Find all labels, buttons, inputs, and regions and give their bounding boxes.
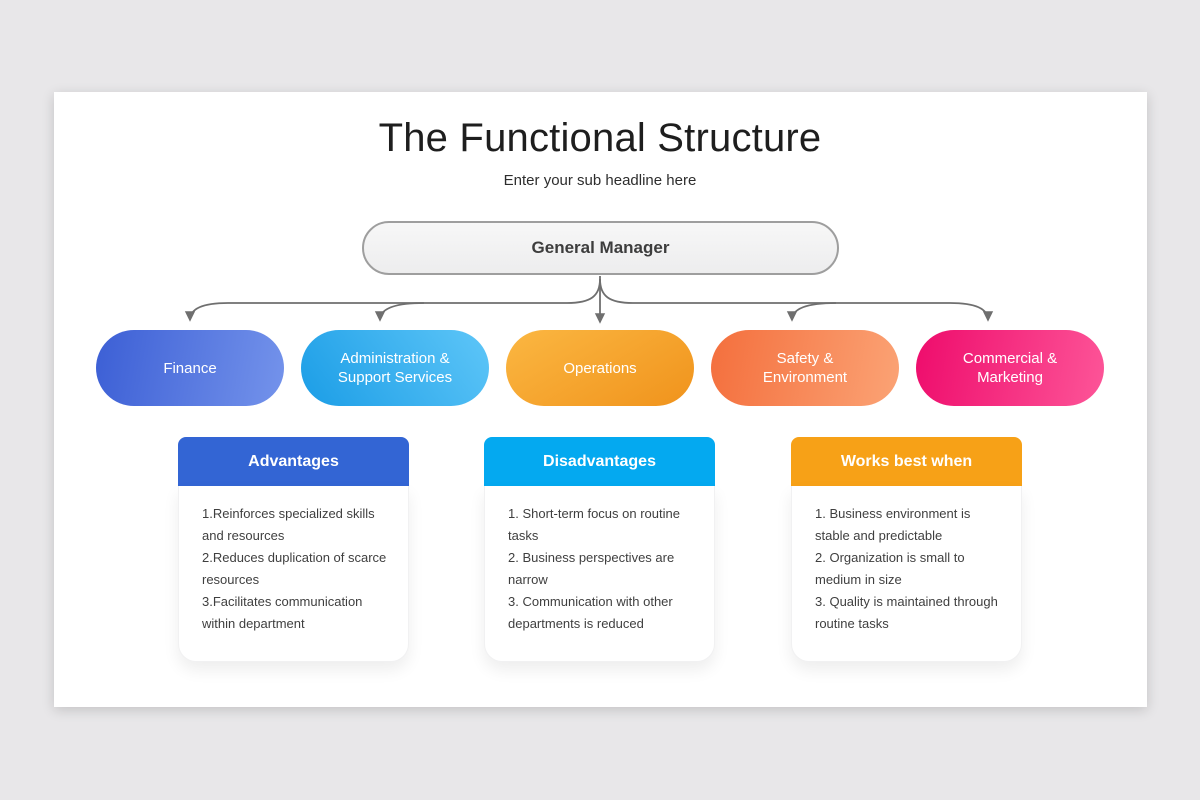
list-item: 3. Quality is maintained through routine… [815,594,998,631]
dept-node-commercial-marketing: Commercial & Marketing [916,330,1104,406]
card-works-best-when-header: Works best when [791,437,1022,486]
list-item: 1. Short-term focus on routine tasks [508,506,680,543]
list-item: 3.Facilitates communication within depar… [202,594,363,631]
card-disadvantages-header: Disadvantages [484,437,715,486]
dept-node-safety-environment: Safety & Environment [711,330,899,406]
list-item: 1. Business environment is stable and pr… [815,506,971,543]
dept-node-operations: Operations [506,330,694,406]
slide-subtitle: Enter your sub headline here [503,172,697,189]
card-advantages-header: Advantages [178,437,409,486]
card-disadvantages-body: 1. Short-term focus on routine tasks 2. … [484,486,715,662]
list-item: 1.Reinforces specialized skills and reso… [202,506,375,543]
card-works-best-when-body: 1. Business environment is stable and pr… [791,486,1022,662]
dept-label: Commercial & Marketing [962,350,1058,386]
dept-label: Operations [563,359,637,377]
list-item: 2.Reduces duplication of scarce resource… [202,550,387,587]
dept-label: Administration & Support Services [337,350,453,386]
card-advantages-body: 1.Reinforces specialized skills and reso… [178,486,409,662]
root-node-label: General Manager [531,238,670,257]
card-works-best-when: Works best when 1. Business environment … [791,437,1022,662]
root-node-general-manager: General Manager [362,221,839,275]
slide-title: The Functional Structure [378,116,822,160]
list-item: 2. Business perspectives are narrow [508,550,675,587]
card-advantages: Advantages 1.Reinforces specialized skil… [178,437,409,662]
card-disadvantages: Disadvantages 1. Short-term focus on rou… [484,437,715,662]
list-item: 3. Communication with other departments … [508,594,673,631]
dept-node-administration-support-services: Administration & Support Services [301,330,489,406]
dept-label: Finance [163,359,217,377]
list-item: 2. Organization is small to medium in si… [815,550,965,587]
dept-label: Safety & Environment [762,350,848,386]
dept-node-finance: Finance [96,330,284,406]
